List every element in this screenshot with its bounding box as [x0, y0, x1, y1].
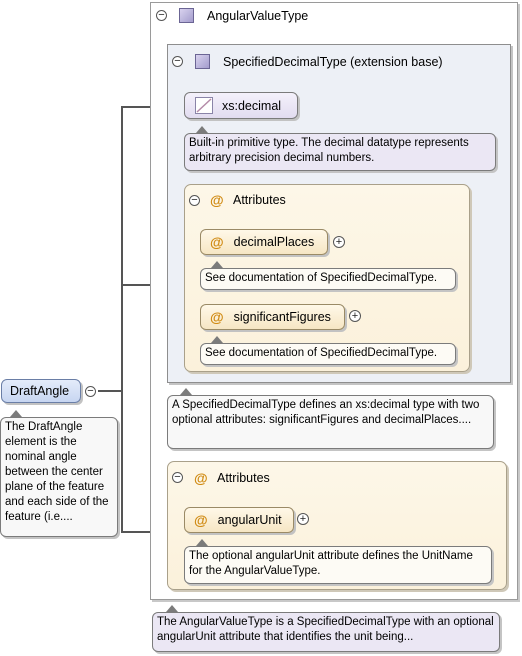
- doc-tail: [196, 539, 208, 546]
- inner-attributes-title: Attributes: [233, 193, 286, 207]
- complex-type-icon: [179, 8, 194, 23]
- attribute-icon: @: [194, 512, 208, 528]
- significant-figures-attribute[interactable]: @ significantFigures: [200, 304, 345, 330]
- doc-tail: [211, 336, 223, 343]
- doc-tail: [196, 126, 208, 133]
- decimal-places-attribute[interactable]: @ decimalPlaces: [200, 229, 328, 255]
- xs-decimal-label: xs:decimal: [222, 98, 282, 113]
- draft-angle-doc: The DraftAngle element is the nominal an…: [0, 417, 118, 537]
- angular-unit-doc: The optional angularUnit attribute defin…: [184, 546, 492, 584]
- attribute-icon: @: [194, 470, 208, 486]
- angular-unit-attribute[interactable]: @ angularUnit: [184, 507, 294, 533]
- collapse-icon[interactable]: −: [85, 386, 96, 397]
- significant-figures-doc: See documentation of SpecifiedDecimalTyp…: [200, 343, 456, 365]
- doc-tail: [166, 605, 178, 612]
- complex-type-icon: [195, 54, 210, 69]
- collapse-icon[interactable]: −: [189, 195, 200, 206]
- xs-decimal-doc: Built-in primitive type. The decimal dat…: [184, 133, 496, 171]
- expand-icon[interactable]: +: [349, 310, 361, 322]
- attribute-icon: @: [210, 192, 224, 208]
- specified-decimal-type-doc: A SpecifiedDecimalType defines an xs:dec…: [167, 395, 494, 449]
- expand-icon[interactable]: +: [297, 513, 309, 525]
- expand-icon[interactable]: +: [333, 236, 345, 248]
- doc-tail: [211, 261, 223, 268]
- doc-tail: [180, 388, 192, 395]
- simple-type-icon: [195, 97, 213, 114]
- decimal-places-doc: See documentation of SpecifiedDecimalTyp…: [200, 268, 456, 290]
- attribute-icon: @: [210, 234, 224, 250]
- outer-attributes-title: Attributes: [217, 471, 270, 485]
- xs-decimal-node[interactable]: xs:decimal: [184, 92, 298, 119]
- draft-angle-label: DraftAngle: [10, 384, 70, 398]
- collapse-icon[interactable]: −: [172, 472, 183, 483]
- angular-value-type-title: AngularValueType: [207, 9, 309, 23]
- angular-unit-label: angularUnit: [217, 513, 282, 527]
- decimal-places-label: decimalPlaces: [233, 235, 315, 249]
- significant-figures-label: significantFigures: [233, 310, 331, 324]
- doc-tail: [10, 410, 22, 417]
- collapse-icon[interactable]: −: [156, 10, 167, 21]
- angular-value-type-doc: The AngularValueType is a SpecifiedDecim…: [152, 612, 500, 652]
- attribute-icon: @: [210, 309, 224, 325]
- draft-angle-element[interactable]: DraftAngle: [1, 379, 81, 403]
- specified-decimal-type-title: SpecifiedDecimalType (extension base): [223, 55, 443, 69]
- collapse-icon[interactable]: −: [172, 56, 183, 67]
